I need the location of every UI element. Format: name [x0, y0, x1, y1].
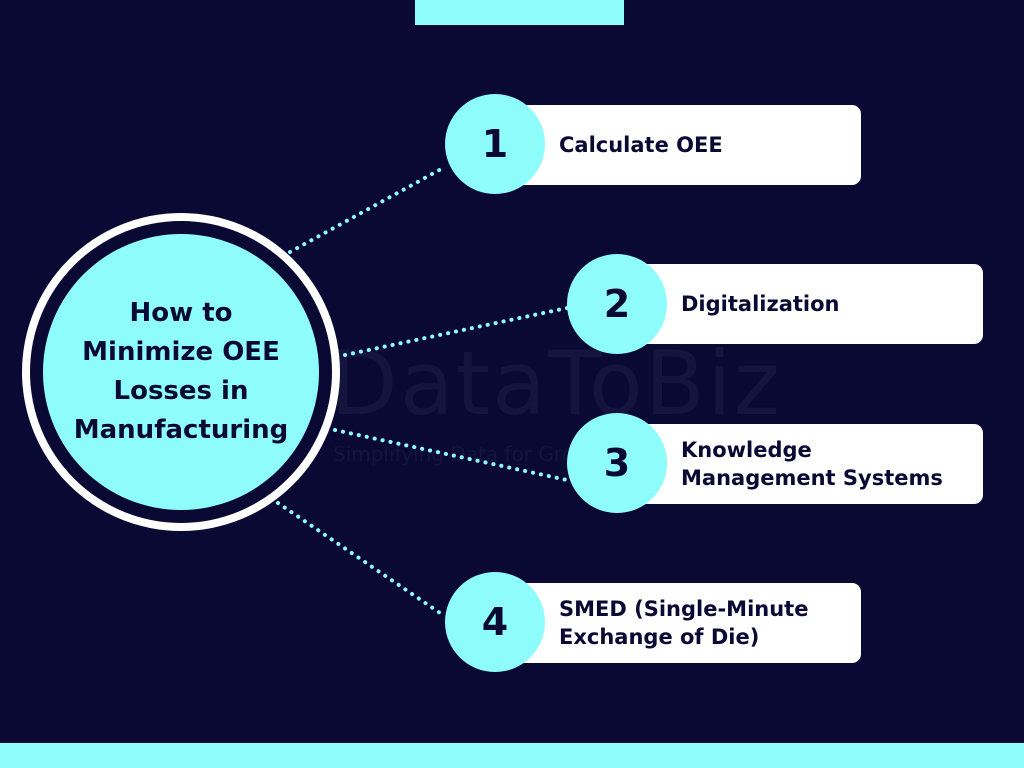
top-accent-tab	[415, 0, 624, 25]
step-label-1: Calculate OEE	[559, 133, 723, 157]
step-label-3: Knowledge Management Systems	[681, 438, 943, 490]
step-number-4: 4	[445, 572, 545, 672]
connector-3	[333, 428, 569, 482]
step-card-2: Digitalization	[617, 264, 983, 344]
connector-1	[288, 166, 445, 254]
watermark-tagline: Simplifying Data for Growth	[333, 442, 611, 466]
bottom-accent-band	[0, 743, 1024, 768]
connector-2	[343, 306, 569, 357]
step-card-3: Knowledge Management Systems	[617, 424, 983, 504]
watermark-logo: DataToBiz	[330, 332, 782, 435]
step-card-1: Calculate OEE	[495, 105, 861, 185]
hub-circle: How to Minimize OEE Losses in Manufactur…	[43, 234, 319, 510]
step-label-2: Digitalization	[681, 292, 840, 316]
step-number-1: 1	[445, 94, 545, 194]
hub-title: How to Minimize OEE Losses in Manufactur…	[73, 298, 289, 445]
step-card-4: SMED (Single-Minute Exchange of Die)	[495, 583, 861, 663]
step-label-4: SMED (Single-Minute Exchange of Die)	[559, 597, 809, 649]
connector-4	[276, 501, 445, 617]
step-number-2: 2	[567, 254, 667, 354]
step-number-3: 3	[567, 413, 667, 513]
